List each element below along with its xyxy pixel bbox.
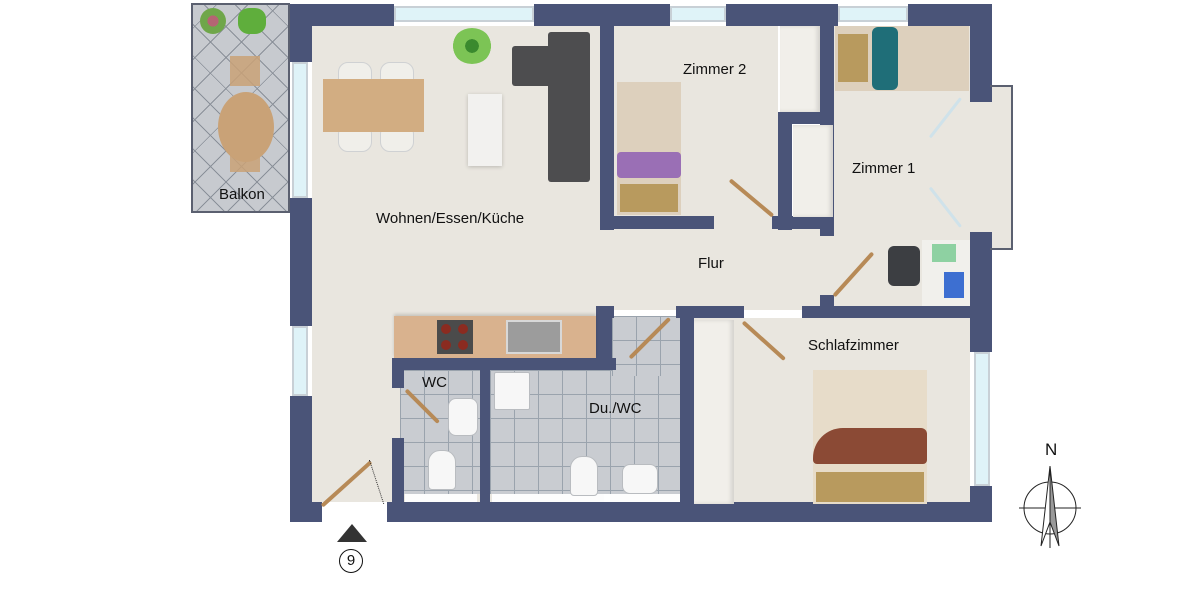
wall-top-left — [290, 4, 394, 26]
balcony-green-plant — [238, 8, 266, 34]
floor-flur — [600, 226, 835, 310]
cooktop-burner — [458, 324, 468, 334]
zimmer1-desk-laptop — [944, 272, 964, 298]
zimmer1-bed-frame — [838, 34, 868, 82]
cooktop-burner — [458, 340, 468, 350]
wall-bottom-left — [290, 502, 322, 522]
wall-closet-divider — [778, 112, 834, 124]
wall-top-mid2 — [726, 4, 838, 26]
zimmer2-blanket — [617, 152, 681, 178]
wall-zimmer1-stub — [820, 295, 834, 309]
room-label-flur: Flur — [698, 255, 724, 272]
balcony-border — [191, 3, 290, 213]
wall-closet-left — [778, 112, 792, 230]
room-label-zimmer1: Zimmer 1 — [852, 160, 916, 177]
balcony-flower-plant — [200, 8, 226, 34]
wall-zimmer2-bottom-a — [600, 216, 714, 229]
sofa-chaise — [512, 46, 572, 86]
window-left-wohnen-upper — [292, 62, 308, 198]
wc-toilet — [428, 450, 456, 490]
entrance-arrow-icon — [337, 524, 367, 542]
double-bed-blanket — [813, 428, 927, 464]
cooktop-burner — [441, 340, 451, 350]
room-label-wc: WC — [422, 374, 447, 391]
wall-left-mid — [290, 198, 312, 326]
wall-duwc-entry-top — [596, 306, 614, 318]
wc-shelf — [405, 494, 477, 502]
window-top-zimmer1 — [838, 6, 908, 22]
wall-kitchen-bottom — [392, 358, 616, 370]
zimmer1-desk-paper — [932, 244, 956, 262]
room-label-wohnen: Wohnen/Essen/Küche — [376, 210, 525, 227]
zimmer1-desk-chair — [888, 246, 920, 286]
duwc-shelf-1 — [492, 494, 604, 502]
duwc-toilet — [570, 456, 598, 496]
balcony-chair-bottom — [230, 150, 260, 172]
bay-outline — [990, 85, 1013, 250]
window-top-wohnen — [394, 6, 534, 22]
window-top-zimmer2 — [670, 6, 726, 22]
duwc-washbasin — [622, 464, 658, 494]
compass-north-label: N — [1045, 440, 1058, 459]
schlaf-wardrobe — [694, 320, 734, 504]
entrance-number: 9 — [346, 552, 356, 569]
wall-schlaf-left — [680, 306, 694, 506]
kitchen-counter — [394, 316, 596, 358]
zimmer1-pillow — [872, 27, 898, 90]
wall-wc-duwc-divider — [480, 362, 490, 504]
room-label-schlafzimmer: Schlafzimmer — [808, 337, 899, 354]
zimmer2-wardrobe — [780, 26, 820, 112]
window-left-wohnen-lower — [292, 326, 308, 396]
room-label-zimmer2: Zimmer 2 — [683, 61, 747, 78]
floor-duwc-entry — [612, 316, 682, 376]
wall-left-upper — [290, 4, 312, 62]
zimmer1-wardrobe — [793, 125, 833, 217]
dining-table — [323, 79, 424, 132]
wall-bottom-main — [387, 502, 992, 522]
kitchen-sink — [506, 320, 562, 354]
wall-zimmer2-left — [600, 4, 614, 230]
potted-plant — [452, 28, 492, 64]
wc-washbasin — [448, 398, 478, 436]
zimmer2-bed-frame — [620, 184, 678, 212]
coffee-table — [468, 94, 502, 166]
wall-left-lower — [290, 396, 312, 522]
wall-duwc-entry-left — [596, 306, 612, 370]
room-label-balkon: Balkon — [219, 186, 265, 203]
wall-right-upper — [970, 4, 992, 102]
wall-right-mid — [970, 232, 992, 352]
duwc-shower-tray — [494, 372, 530, 410]
window-right-schlaf — [974, 352, 990, 486]
room-label-duwc: Du./WC — [589, 400, 642, 417]
wall-flur-bottom-b — [802, 306, 972, 318]
north-compass-icon — [1019, 465, 1081, 548]
wall-right-lower — [970, 486, 992, 522]
floor-bay — [970, 86, 1012, 250]
wall-wc-left-lower — [392, 438, 404, 508]
double-bed-frame — [816, 472, 924, 502]
duwc-shelf-2 — [610, 494, 680, 502]
wall-wc-left-upper — [392, 358, 404, 388]
cooktop-burner — [441, 324, 451, 334]
entrance-number-badge: 9 — [339, 549, 363, 573]
balcony-chair-top — [230, 56, 260, 86]
